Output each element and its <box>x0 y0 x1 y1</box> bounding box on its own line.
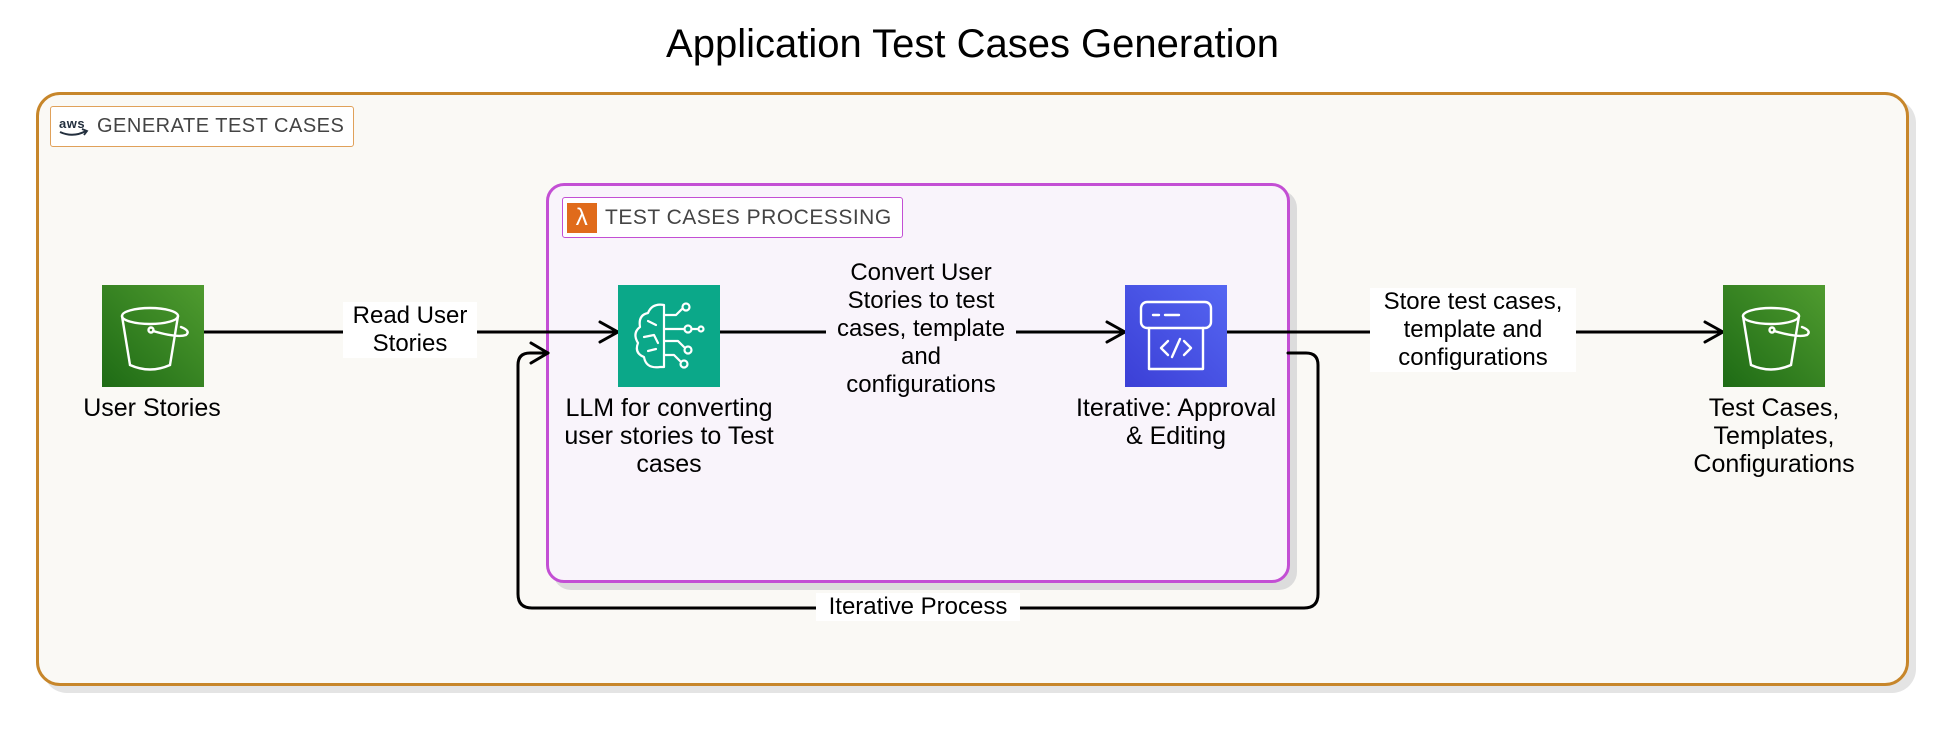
diagram-title: Application Test Cases Generation <box>666 22 1279 66</box>
user-stories-bucket <box>102 285 204 387</box>
lambda-icon: λ <box>567 202 597 233</box>
llm-label: LLM for converting user stories to Test … <box>564 394 774 478</box>
edge-loop-arrowhead <box>529 341 550 365</box>
s3-bucket-icon <box>1741 306 1810 371</box>
test-cases-processing-group-label: λ TEST CASES PROCESSING <box>562 197 903 238</box>
edge-label-read: Read User Stories <box>343 302 477 358</box>
s3-bucket-icon <box>120 306 189 371</box>
generate-test-cases-group-label: aws GENERATE TEST CASES <box>50 106 355 147</box>
bedrock-brain-icon <box>634 302 705 369</box>
edge-label-convert: Convert User Stories to test cases, temp… <box>826 259 1016 399</box>
outputs-label: Test Cases, Templates, Configurations <box>1693 394 1855 478</box>
edge-label-store: Store test cases, template and configura… <box>1370 288 1576 372</box>
llm-node <box>618 285 720 387</box>
test-cases-processing-label: TEST CASES PROCESSING <box>605 205 892 229</box>
code-editor-icon <box>1139 300 1213 371</box>
user-stories-label: User Stories <box>83 394 221 422</box>
outputs-bucket <box>1723 285 1825 387</box>
editing-node <box>1125 285 1227 387</box>
generate-test-cases-label: GENERATE TEST CASES <box>97 115 345 137</box>
edge-label-iterative: Iterative Process <box>816 593 1020 621</box>
aws-logo-icon: aws <box>59 116 89 136</box>
aws-logo-text: aws <box>59 116 85 131</box>
editing-label: Iterative: Approval & Editing <box>1075 394 1277 450</box>
